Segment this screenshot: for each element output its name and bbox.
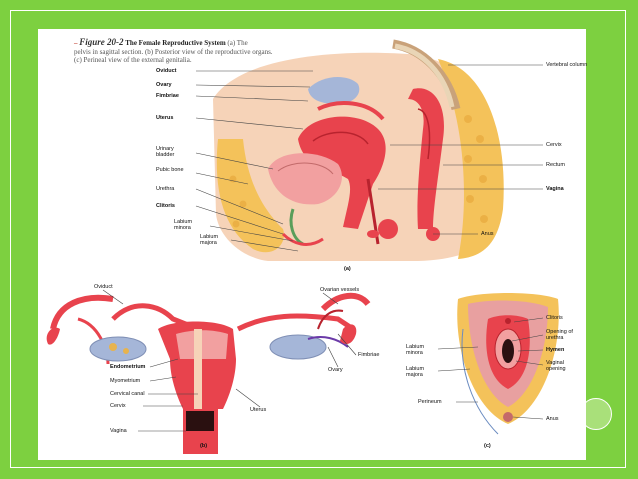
caption-line-2: pelvis in sagittal section. (b) Posterio… bbox=[74, 47, 273, 56]
figure-number: Figure 20-2 bbox=[79, 37, 124, 47]
label-b-cervix: Cervix bbox=[110, 403, 126, 409]
label-b-ovary: Ovary bbox=[328, 367, 343, 373]
label-c-hymen: Hymen bbox=[546, 347, 565, 353]
label-b-uterus: Uterus bbox=[250, 407, 267, 413]
label-c-clitoris: Clitoris bbox=[546, 315, 563, 321]
label-c-labium-minora: Labium minora bbox=[406, 344, 425, 356]
figure-caption: – Figure 20-2 The Female Reproductive Sy… bbox=[74, 37, 273, 65]
label-a-anus: Anus bbox=[481, 231, 494, 237]
label-b-vagina: Vagina bbox=[110, 428, 127, 434]
label-a-pubic-bone: Pubic bone bbox=[156, 167, 184, 173]
figure-page: – Figure 20-2 The Female Reproductive Sy… bbox=[38, 29, 588, 460]
label-a-fimbriae: Fimbriae bbox=[156, 93, 179, 99]
label-a-cervix: Cervix bbox=[546, 142, 562, 148]
label-a-rectum: Rectum bbox=[546, 162, 565, 168]
panel-a-sagittal-drawing bbox=[213, 39, 504, 261]
label-c-anus: Anus bbox=[546, 416, 559, 422]
label-a-uterus: Uterus bbox=[156, 115, 174, 121]
label-a-clitoris: Clitoris bbox=[156, 203, 175, 209]
label-b-fimbriae: Fimbriae bbox=[358, 352, 380, 358]
label-c-perineum: Perineum bbox=[418, 399, 442, 405]
label-b-myometrium: Myometrium bbox=[110, 378, 141, 384]
label-a-labium-minora: Labium minora bbox=[174, 219, 193, 231]
label-a-vertebral-column: Vertebral column bbox=[546, 62, 588, 68]
label-c-vaginal-opening: Vaginal opening bbox=[546, 360, 566, 372]
panel-a-tag: (a) bbox=[344, 266, 351, 272]
caption-line-3: (c) Perineal view of the external genita… bbox=[74, 56, 192, 64]
caption-line-1: (a) The bbox=[227, 39, 248, 47]
label-a-ovary: Ovary bbox=[156, 82, 172, 88]
label-c-labium-majora: Labium majora bbox=[406, 366, 425, 378]
panel-b-posterior-drawing bbox=[46, 292, 371, 454]
label-b-oviduct: Oviduct bbox=[94, 284, 113, 290]
slide-frame bbox=[10, 10, 626, 468]
label-a-urinary-bladder: Urinary bladder bbox=[156, 146, 175, 158]
label-b-cervical-canal: Cervical canal bbox=[110, 391, 145, 397]
label-b-ovarian-vessels: Ovarian vessels bbox=[320, 287, 360, 293]
label-a-urethra: Urethra bbox=[156, 186, 175, 192]
panel-c-tag: (c) bbox=[484, 443, 491, 449]
label-b-endometrium: Endometrium bbox=[110, 364, 146, 370]
panel-b-tag: (b) bbox=[200, 443, 208, 449]
label-a-oviduct: Oviduct bbox=[156, 68, 177, 74]
panel-c-perineal-drawing bbox=[457, 293, 559, 435]
label-a-labium-majora: Labium majora bbox=[200, 234, 219, 246]
label-a-vagina: Vagina bbox=[546, 186, 564, 192]
figure-title: The Female Reproductive System bbox=[125, 39, 226, 47]
anatomy-illustration bbox=[46, 39, 559, 454]
label-c-opening-of-urethra: Opening of urethra bbox=[546, 329, 573, 341]
